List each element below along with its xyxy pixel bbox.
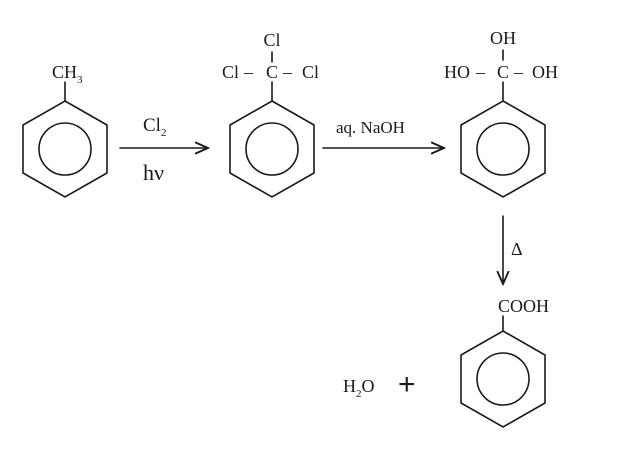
aromatic-circle-toluene	[38, 122, 92, 176]
top-hydroxyl: OH	[490, 28, 516, 48]
central-carbon: C	[266, 62, 278, 82]
benzene-ring-toluene	[22, 100, 108, 198]
benzene-ring-benzoic	[460, 330, 546, 428]
central-carbon-triol: C	[497, 62, 509, 82]
condition-heat: Δ	[511, 239, 523, 259]
right-bond-dash: –	[282, 62, 293, 82]
reaction-step-1: Cl2 hν	[119, 115, 208, 185]
methyl-label: CH3	[52, 62, 83, 86]
left-bond-dash-triol: –	[475, 62, 486, 82]
reagent-chlorine: Cl2	[143, 115, 166, 139]
condition-light: hν	[143, 160, 164, 185]
top-chlorine: Cl	[263, 30, 280, 50]
aromatic-circle-benzoic	[476, 352, 530, 406]
reagent-aq-naoh: aq. NaOH	[336, 118, 405, 137]
right-bond-dash-triol: –	[513, 62, 524, 82]
aromatic-circle-trichloride	[245, 122, 299, 176]
water-label: H2O	[343, 376, 375, 400]
plus-sign: +	[398, 368, 416, 401]
toluene-molecule: CH3	[22, 62, 108, 198]
trihydroxy-molecule: OH HO – C – OH	[444, 28, 558, 198]
benzoic-acid-molecule: COOH	[460, 296, 549, 428]
byproduct: H2O +	[343, 368, 416, 401]
reaction-step-3: Δ	[503, 215, 523, 284]
carboxyl-label: COOH	[498, 296, 549, 316]
aromatic-circle-triol	[476, 122, 530, 176]
benzene-ring-triol	[460, 100, 546, 198]
left-chlorine: Cl	[222, 62, 239, 82]
left-hydroxyl: HO	[444, 62, 470, 82]
right-chlorine: Cl	[302, 62, 319, 82]
benzene-ring-trichloride	[229, 100, 315, 198]
reaction-step-2: aq. NaOH	[322, 118, 444, 148]
left-bond-dash: –	[243, 62, 254, 82]
benzotrichloride-molecule: Cl Cl – C – Cl	[222, 30, 319, 198]
right-hydroxyl: OH	[532, 62, 558, 82]
